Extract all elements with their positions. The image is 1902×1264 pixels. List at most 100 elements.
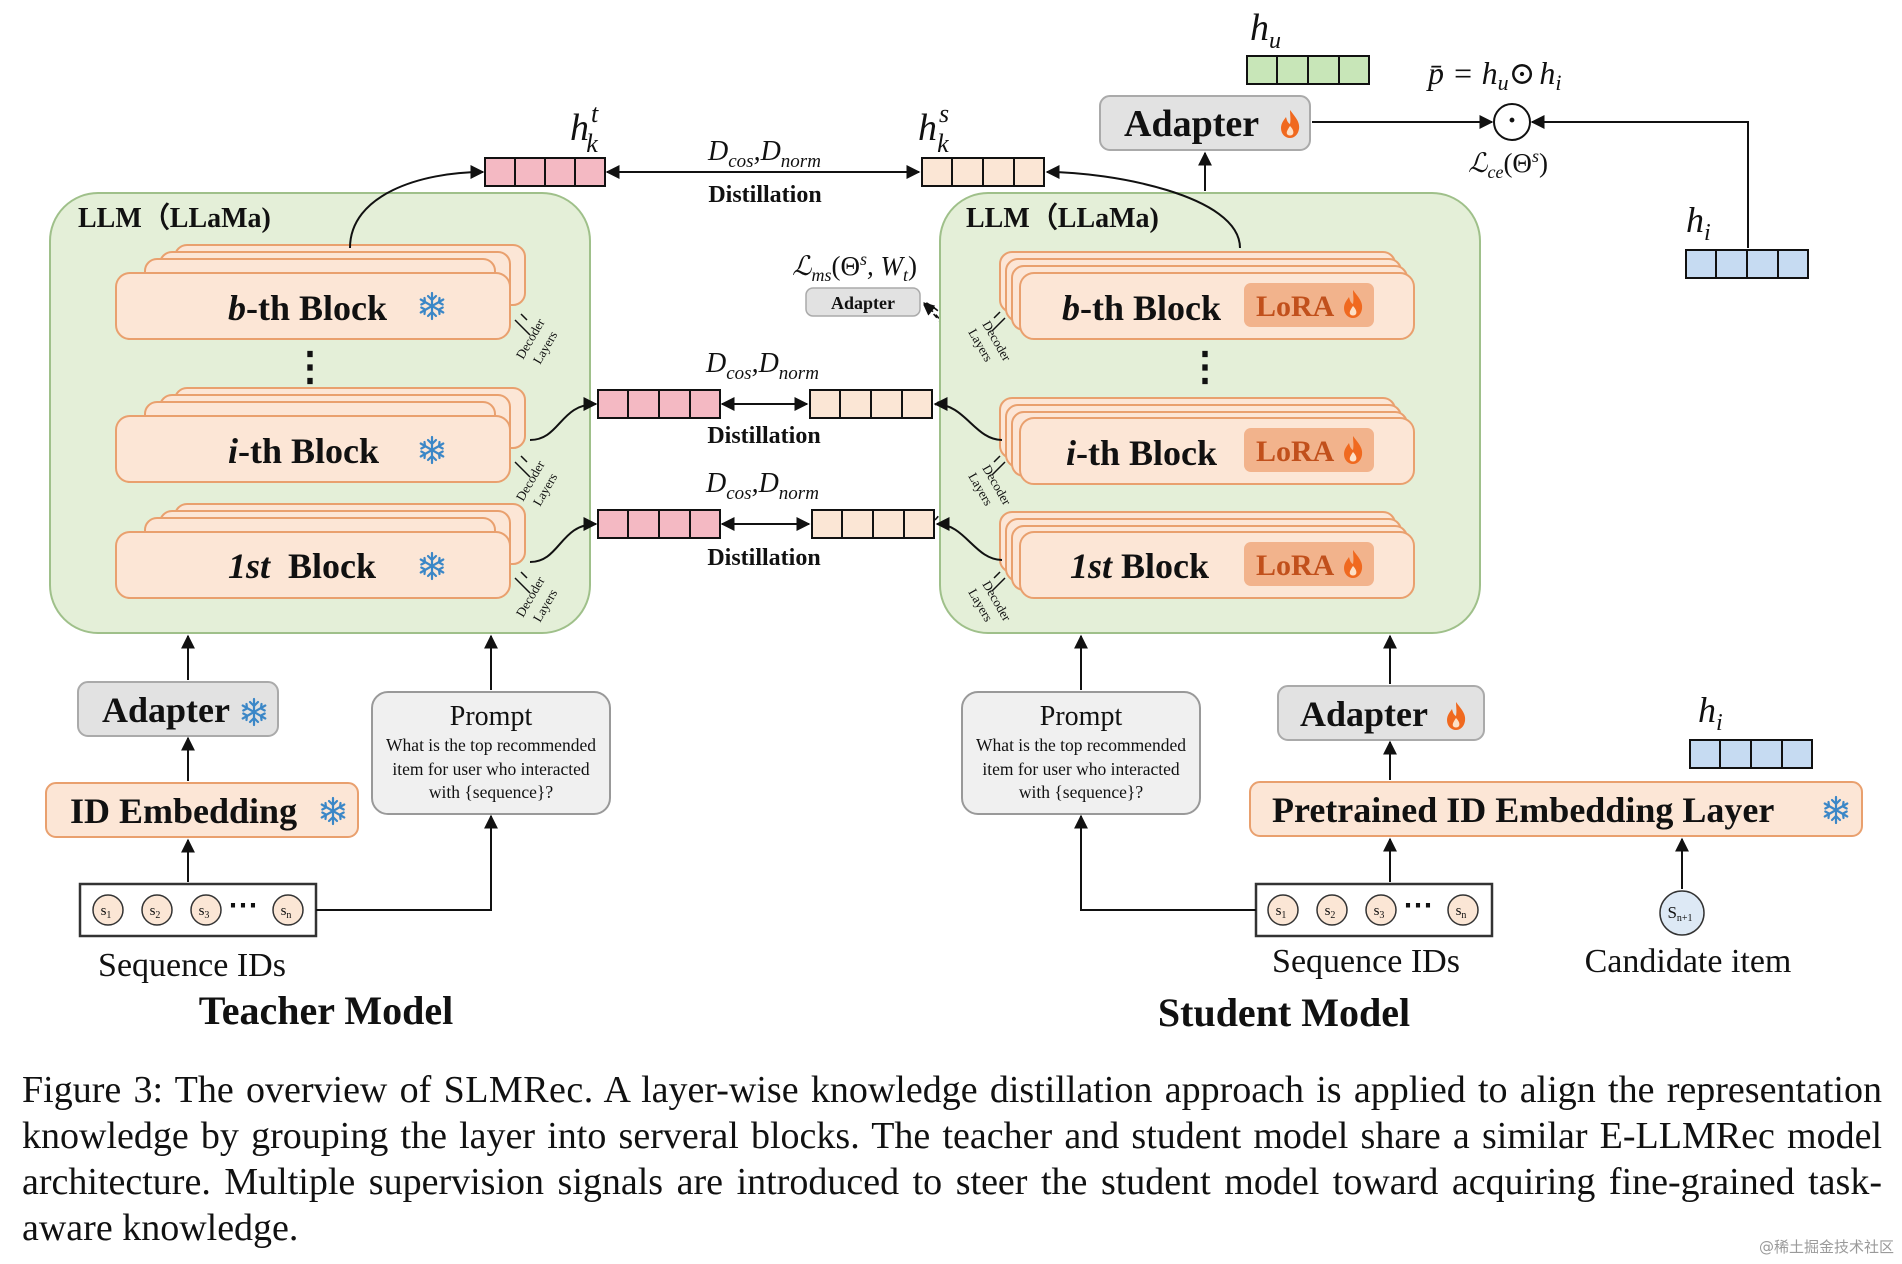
- teacher-id-embedding-label: ID Embedding: [70, 791, 297, 831]
- caption-rest: . A layer-wise knowledge distillation ap…: [22, 1069, 1882, 1249]
- svg-text:Sn+1: Sn+1: [1667, 903, 1692, 924]
- svg-text:i-th Block: i-th Block: [1066, 433, 1217, 473]
- pretrained-embedding-box: [1249, 781, 1863, 837]
- ms-adapter-box: [805, 287, 921, 317]
- svg-text:1st Block: 1st Block: [228, 546, 376, 586]
- teacher-block-1st-prefix: 1st: [228, 546, 271, 586]
- teacher-prompt-line: item for user who interacted: [392, 759, 590, 779]
- student-vector-top: [921, 157, 1045, 187]
- teacher-sequence-tokens: s1 s2 s3 sn ⋯: [92, 889, 304, 926]
- svg-text:i-th Block: i-th Block: [228, 431, 379, 471]
- distillation-links: Dcos,Dnorm Distillation Dcos,Dnorm Disti…: [605, 136, 978, 571]
- ellipsis: ⋯: [228, 889, 258, 922]
- teacher-arrow: [316, 814, 498, 911]
- caption-smallcaps: SLMRec: [443, 1069, 584, 1111]
- pbar-equation: p̄ = hu⊙hi: [1426, 55, 1562, 95]
- svg-text:s2: s2: [1325, 903, 1336, 921]
- teacher-block-i: i-th Block: [115, 387, 526, 483]
- watermark: @稀土掘金技术社区: [1758, 1238, 1894, 1256]
- ms-loss-label: ℒms(Θs, Wt): [792, 249, 917, 285]
- student-vector-1st: [811, 509, 935, 539]
- student-curve-top: [1045, 165, 1241, 249]
- caption-lead: Figure 3: The overview of: [22, 1069, 444, 1111]
- distillation-label: Distillation: [708, 182, 821, 208]
- dot-symbol: ·: [1507, 104, 1517, 137]
- teacher-curve-i: [529, 397, 598, 441]
- student-block-b-suffix: -th Block: [1080, 288, 1221, 328]
- teacher-prompt-box: [371, 691, 611, 815]
- student-arrow: [1074, 814, 1256, 911]
- student-block-i-prefix: i: [1066, 433, 1076, 473]
- svg-text:sn: sn: [281, 903, 292, 921]
- svg-text:b-th Block: b-th Block: [1062, 288, 1221, 328]
- candidate-token-label: S: [1667, 903, 1676, 922]
- hi-vector-upper: [1685, 249, 1809, 279]
- student-prompt-line: What is the top recommended: [976, 735, 1186, 755]
- teacher-block-b: b-th Block: [115, 244, 526, 340]
- figure-caption: Figure 3: The overview of SLMRec. A laye…: [22, 1067, 1882, 1251]
- student-vector-i: [809, 389, 933, 419]
- student-block-1st: 1st Block LoRA: [999, 511, 1415, 599]
- hi-to-dot-arrow: [1530, 115, 1749, 248]
- dot-product-node: [1493, 103, 1531, 141]
- student-adapter-box: [1277, 685, 1485, 741]
- teacher-block-i-suffix: -th Block: [238, 431, 379, 471]
- teacher-adapter-box: [77, 681, 279, 737]
- student-model-label: Student Model: [1158, 990, 1410, 1035]
- student-prompt-line: item for user who interacted: [982, 759, 1180, 779]
- student-block-i: i-th Block LoRA: [999, 397, 1415, 485]
- teacher-llm-label: LLM（LLaMa): [78, 201, 271, 234]
- hu-label: hu: [1250, 7, 1281, 54]
- lora-label: LoRA: [1256, 290, 1335, 323]
- teacher-prompt-title: Prompt: [450, 701, 533, 732]
- teacher-prompt-line: with {sequence}?: [429, 782, 553, 802]
- student-sequence-tokens: s1 s2 s3 sn ⋯: [1267, 889, 1479, 926]
- teacher-block-1st: 1st Block: [115, 503, 526, 599]
- lora-badge: [1244, 542, 1374, 586]
- pretrained-embedding-label: Pretrained ID Embedding Layer: [1272, 790, 1774, 830]
- teacher-block-b-suffix: -th Block: [246, 288, 387, 328]
- teacher-curve-top: [349, 165, 485, 249]
- output-scoring: hu p̄ = hu⊙hi · ℒce(Θs) hi: [1246, 7, 1809, 279]
- svg-text:s3: s3: [199, 903, 210, 921]
- student-curve-i: [933, 397, 1003, 441]
- vdots: ⋮: [290, 344, 330, 389]
- distillation-label: Distillation: [707, 545, 820, 571]
- candidate-token: [1659, 890, 1705, 936]
- teacher-block-i-prefix: i: [228, 431, 238, 471]
- student-block-1st-prefix: 1st: [1070, 546, 1113, 586]
- svg-text:s1: s1: [1276, 903, 1287, 921]
- student-top-adapter-label: Adapter: [1124, 103, 1259, 145]
- student-prompt-box: [961, 691, 1201, 815]
- hi-label-lower: hi: [1698, 690, 1723, 736]
- lora-label: LoRA: [1256, 435, 1335, 468]
- ce-loss-label: ℒce(Θs): [1468, 146, 1548, 182]
- teacher-block-b-prefix: b: [228, 288, 246, 328]
- student-decoder-layers: [991, 311, 1006, 592]
- student-model: LLM（LLaMa) b-th Block LoRA ⋮ i-th Block …: [809, 95, 1863, 1035]
- distillation-label: Distillation: [707, 423, 820, 449]
- teacher-vector-top: [484, 157, 606, 187]
- teacher-vector-i: [597, 389, 721, 419]
- student-sequence-label: Sequence IDs: [1272, 943, 1460, 980]
- hi-vector-lower: [1689, 739, 1813, 769]
- lora-badge: [1244, 283, 1374, 327]
- student-curve-1st: [935, 517, 1003, 561]
- lora-label: LoRA: [1256, 549, 1335, 582]
- teacher-adapter-label: Adapter: [102, 690, 230, 730]
- svg-text:Dcos,Dnorm: Dcos,Dnorm: [707, 136, 821, 172]
- lora-badge: [1244, 428, 1374, 472]
- svg-text:s2: s2: [150, 903, 161, 921]
- svg-text:b-th Block: b-th Block: [228, 288, 387, 328]
- distillation-bottom: Dcos,Dnorm Distillation: [705, 468, 821, 571]
- teacher-vector-1st: [597, 509, 721, 539]
- student-block-b-prefix: b: [1062, 288, 1080, 328]
- teacher-prompt-line: What is the top recommended: [386, 735, 596, 755]
- teacher-decoder-layers: [514, 313, 531, 594]
- hu-vector: [1246, 55, 1370, 85]
- teacher-curve-1st: [529, 517, 598, 563]
- student-adapter-label: Adapter: [1300, 694, 1428, 734]
- ellipsis: ⋯: [1403, 889, 1433, 922]
